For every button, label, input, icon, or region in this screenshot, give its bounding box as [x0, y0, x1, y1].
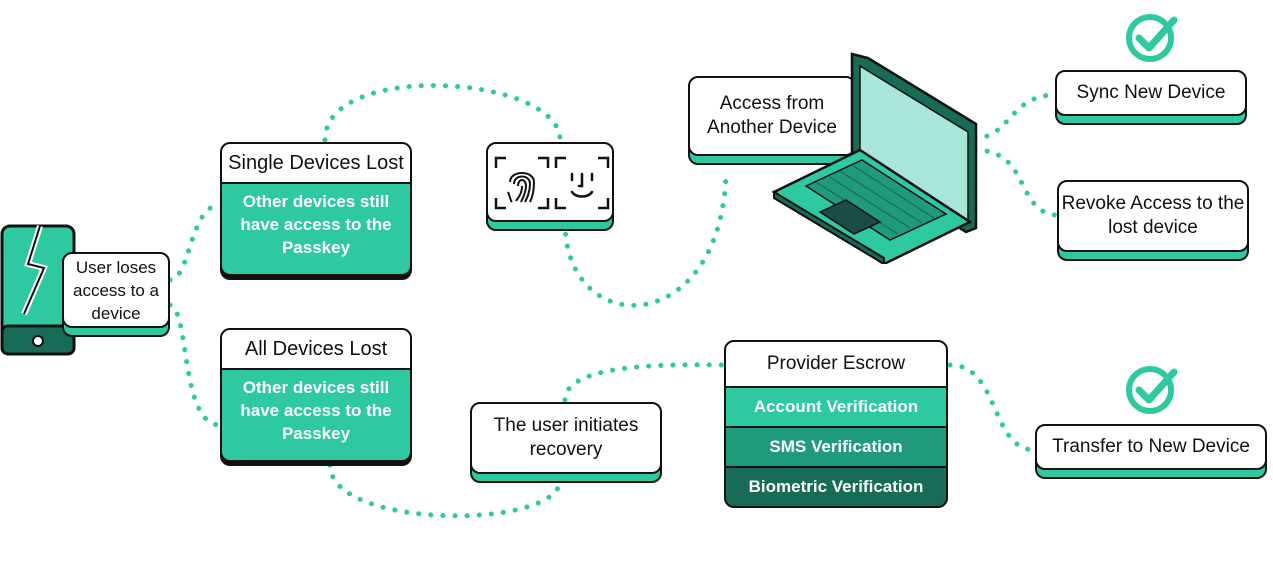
sms-verification-step: SMS Verification: [724, 428, 948, 468]
provider-escrow-stack: Provider Escrow Account Verification SMS…: [724, 340, 948, 508]
single-devices-lost-title: Single Devices Lost: [222, 144, 410, 184]
face-id-icon: [554, 156, 610, 210]
all-devices-lost-card: All Devices Lost Other devices still hav…: [220, 328, 412, 462]
access-from-another-device-node: Access from Another Device: [688, 76, 856, 156]
single-devices-lost-card: Single Devices Lost Other devices still …: [220, 142, 412, 276]
checkmark-icon: [1126, 366, 1178, 414]
all-devices-lost-body: Other devices still have access to the P…: [240, 378, 392, 443]
biometric-icon-box: [486, 142, 614, 222]
broken-phone-icon: [0, 224, 76, 356]
checkmark-icon: [1126, 14, 1178, 62]
biometric-verification-step: Biometric Verification: [724, 468, 948, 508]
transfer-new-device-node: Transfer to New Device: [1035, 424, 1267, 470]
initiates-recovery-node: The user initiates recovery: [470, 402, 662, 474]
laptop-icon: [771, 52, 978, 264]
sync-new-device-node: Sync New Device: [1055, 70, 1247, 116]
account-verification-step: Account Verification: [724, 388, 948, 428]
provider-escrow-title: Provider Escrow: [724, 340, 948, 388]
revoke-access-node: Revoke Access to the lost device: [1057, 180, 1249, 252]
single-devices-lost-body: Other devices still have access to the P…: [240, 192, 392, 257]
all-devices-lost-title: All Devices Lost: [222, 330, 410, 370]
fingerprint-icon: [494, 156, 550, 210]
user-loses-access-node: User loses access to a device: [62, 252, 170, 328]
